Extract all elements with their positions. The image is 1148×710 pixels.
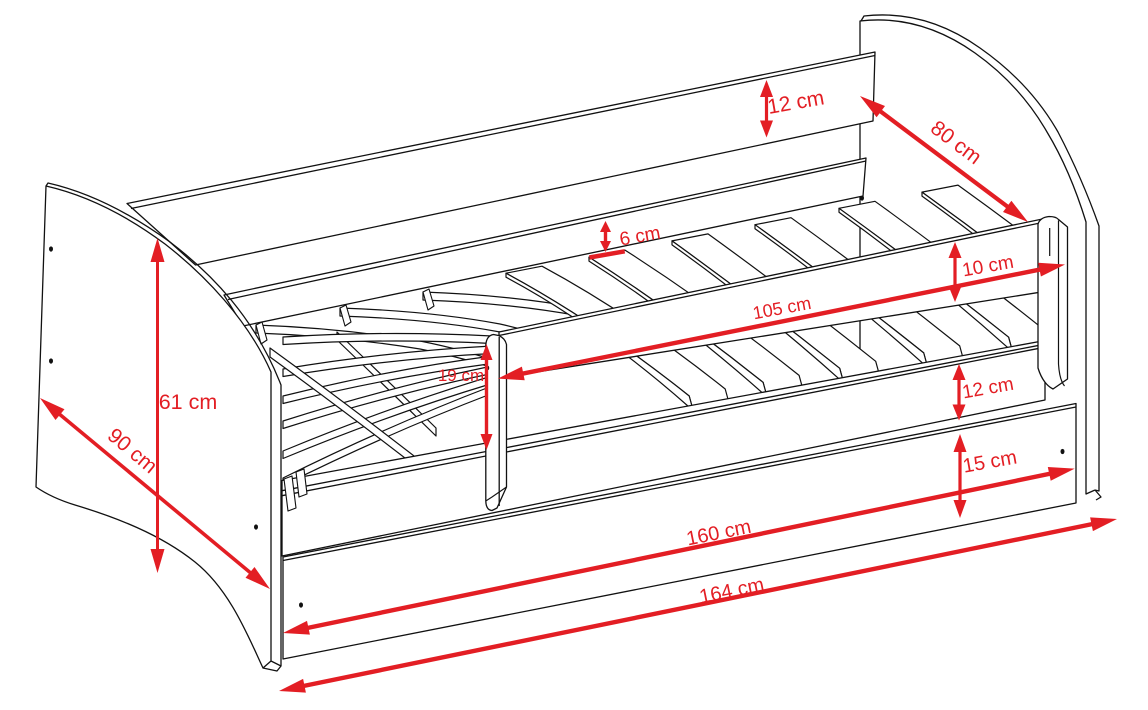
svg-text:19 cm: 19 cm bbox=[438, 366, 484, 385]
svg-text:164 cm: 164 cm bbox=[697, 574, 766, 609]
svg-text:61 cm: 61 cm bbox=[159, 390, 218, 414]
